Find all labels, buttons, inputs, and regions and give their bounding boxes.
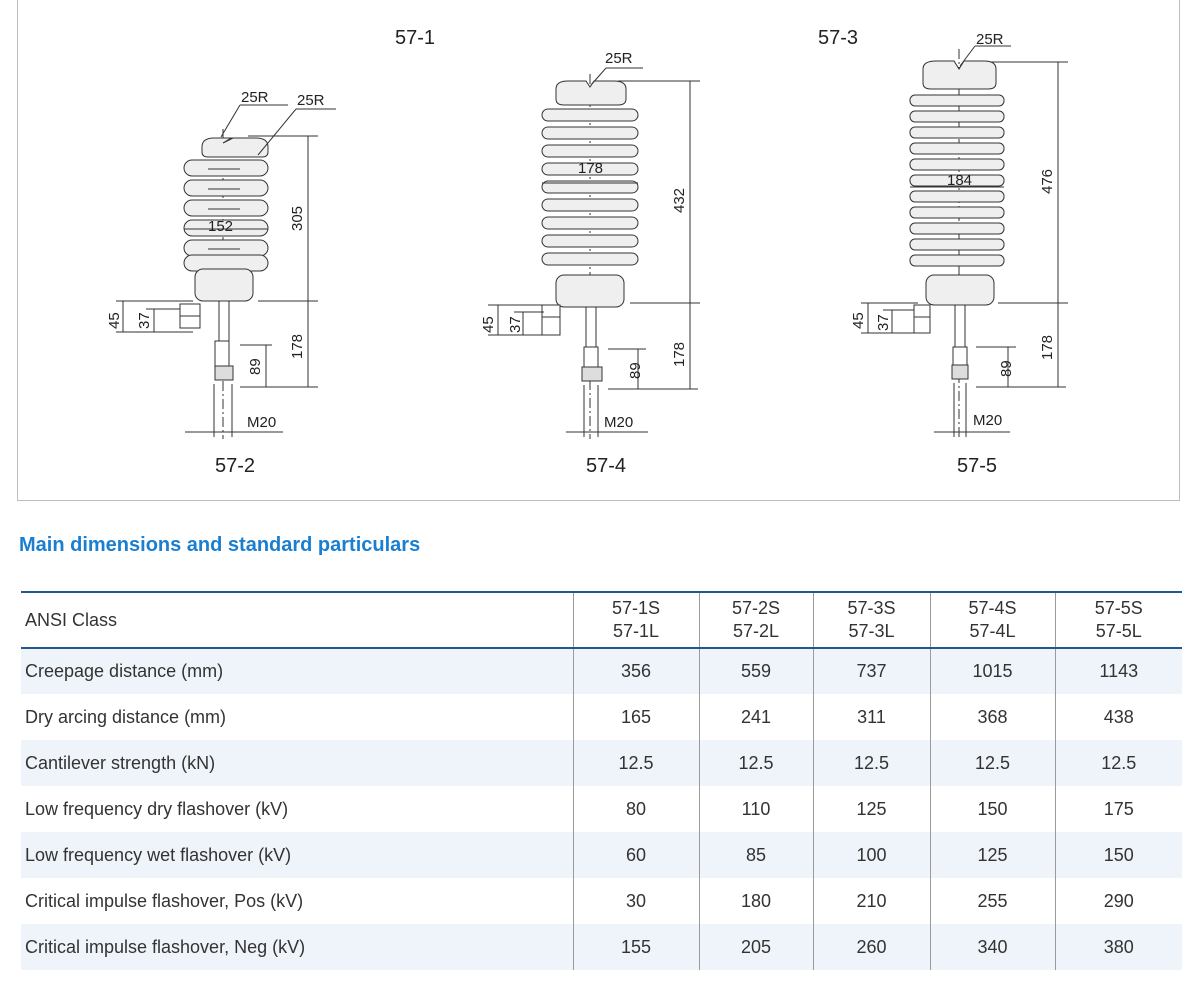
table-cell: 100 [812, 832, 930, 878]
table-cell: 368 [929, 694, 1055, 740]
table-cell: 125 [929, 832, 1055, 878]
table-cell: 155 [572, 924, 699, 970]
dim-45-label: 45 [850, 312, 867, 329]
insulator-drawing-b [488, 67, 700, 439]
table-cell: 175 [1054, 786, 1182, 832]
table-cell: 12.5 [812, 740, 930, 786]
dim-width-label: 152 [208, 218, 233, 235]
table-row: Creepage distance (mm) 356 559 737 1015 … [21, 648, 1182, 694]
table-cell: 438 [1054, 694, 1182, 740]
insulator-drawing-c [861, 45, 1068, 439]
insulator-drawing-a [116, 104, 336, 439]
table-cell: 150 [1054, 832, 1182, 878]
dim-radius-label: 25R [297, 92, 325, 109]
table-cell: 165 [572, 694, 699, 740]
table-cell: 340 [929, 924, 1055, 970]
dim-width-label: 178 [578, 160, 603, 177]
insulator-drawings: 57-1 57-3 57-2 57-4 57-5 25R 25R 152 305… [106, 27, 1068, 477]
dim-base-label: 178 [1039, 335, 1056, 360]
column-header-ansi-class: ANSI Class [21, 591, 573, 649]
dim-stud-label: 89 [627, 362, 644, 379]
table-cell: 85 [698, 832, 813, 878]
figure-label-57-5: 57-5 [957, 455, 997, 477]
dim-stud-label: 89 [247, 358, 264, 375]
table-cell: 210 [812, 878, 930, 924]
table-cell: 12.5 [1054, 740, 1182, 786]
dim-37-label: 37 [875, 314, 892, 331]
table-cell: 356 [572, 648, 699, 694]
row-label: Low frequency wet flashover (kV) [25, 844, 292, 865]
dim-thread-label: M20 [247, 414, 276, 431]
table-row: Cantilever strength (kN) 12.5 12.5 12.5 … [21, 740, 1182, 786]
table-cell: 737 [812, 648, 930, 694]
row-label: Cantilever strength (kN) [25, 752, 216, 773]
table-cell: 12.5 [572, 740, 699, 786]
table-cell: 380 [1054, 924, 1182, 970]
row-label: Dry arcing distance (mm) [25, 706, 227, 727]
figure-label-57-2: 57-2 [215, 455, 255, 477]
dim-45-label: 45 [106, 312, 123, 329]
dim-base-label: 178 [671, 342, 688, 367]
row-label: Low frequency dry flashover (kV) [25, 798, 289, 819]
table-row: Low frequency dry flashover (kV) 80 110 … [21, 786, 1182, 832]
table-cell: 12.5 [698, 740, 813, 786]
table-cell: 80 [572, 786, 699, 832]
table-cell: 255 [929, 878, 1055, 924]
dim-radius-label: 25R [976, 31, 1004, 48]
table-cell: 1015 [929, 648, 1055, 694]
table-row: Low frequency wet flashover (kV) 60 85 1… [21, 832, 1182, 878]
technical-drawing-panel: 57-1 57-3 57-2 57-4 57-5 25R 25R 152 305… [17, 0, 1180, 501]
table-cell: 12.5 [929, 740, 1055, 786]
dim-thread-label: M20 [604, 414, 633, 431]
dim-height-label: 432 [671, 188, 688, 213]
row-label: Critical impulse flashover, Pos (kV) [25, 890, 304, 911]
figure-label-57-3: 57-3 [818, 27, 858, 49]
row-label: Critical impulse flashover, Neg (kV) [25, 936, 306, 957]
dim-base-label: 178 [289, 334, 306, 359]
table-cell: 290 [1054, 878, 1182, 924]
dim-width-label: 184 [947, 172, 972, 189]
dim-stud-label: 89 [998, 360, 1015, 377]
dim-45-label: 45 [480, 316, 497, 333]
table-cell: 205 [698, 924, 813, 970]
dim-37-label: 37 [507, 316, 524, 333]
table-row: Dry arcing distance (mm) 165 241 311 368… [21, 694, 1182, 740]
table-cell: 260 [812, 924, 930, 970]
table-cell: 30 [572, 878, 699, 924]
table-cell: 60 [572, 832, 699, 878]
table-cell: 559 [698, 648, 813, 694]
table-cell: 180 [698, 878, 813, 924]
figure-label-57-4: 57-4 [586, 455, 626, 477]
table-cell: 1143 [1054, 648, 1182, 694]
table-row: Critical impulse flashover, Pos (kV) 30 … [21, 878, 1182, 924]
table-row: Critical impulse flashover, Neg (kV) 155… [21, 924, 1182, 970]
dim-radius-label: 25R [605, 50, 633, 67]
figure-label-57-1: 57-1 [395, 27, 435, 49]
dim-height-label: 305 [289, 206, 306, 231]
table-cell: 241 [698, 694, 813, 740]
dim-thread-label: M20 [973, 412, 1002, 429]
row-label: Creepage distance (mm) [25, 661, 224, 681]
dim-height-label: 476 [1039, 169, 1056, 194]
dim-37-label: 37 [136, 312, 153, 329]
table-cell: 311 [812, 694, 930, 740]
table-cell: 110 [698, 786, 813, 832]
table-cell: 125 [812, 786, 930, 832]
section-title: Main dimensions and standard particulars [19, 534, 421, 556]
dim-radius-label: 25R [241, 89, 269, 106]
table-cell: 150 [929, 786, 1055, 832]
